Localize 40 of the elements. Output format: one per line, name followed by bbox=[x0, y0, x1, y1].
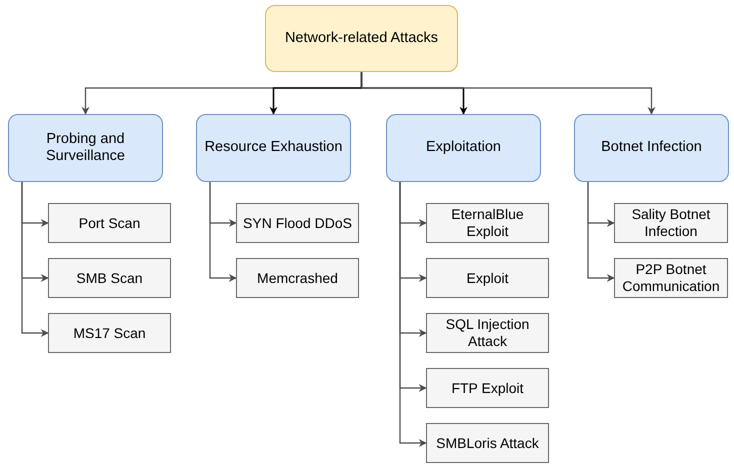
connector-arrow bbox=[21, 182, 49, 337]
node-label: Exploit bbox=[466, 270, 509, 286]
connector-arrow bbox=[209, 182, 237, 282]
connector-arrow bbox=[360, 72, 468, 115]
node-label: Port Scan bbox=[78, 214, 140, 232]
node-label: SMBLoris Attack bbox=[436, 434, 539, 452]
node-label: Exploitation bbox=[426, 139, 501, 157]
attack-box bbox=[614, 203, 728, 243]
node-label: Resource Exhaustion bbox=[204, 139, 342, 157]
node-label: SQL Injection Attack bbox=[444, 316, 530, 350]
node-label: Memcrashed bbox=[257, 270, 338, 286]
attack-box bbox=[236, 258, 359, 298]
node-label: P2P Botnet Communication bbox=[621, 261, 721, 295]
attack-box bbox=[426, 423, 549, 463]
node-label: SMB Scan bbox=[76, 270, 143, 286]
attack-box bbox=[426, 203, 549, 243]
category-box bbox=[574, 114, 729, 182]
attack-box bbox=[426, 368, 549, 408]
attack-box bbox=[48, 313, 171, 353]
attack-box bbox=[48, 258, 171, 298]
connector-arrow bbox=[399, 182, 427, 447]
node-label: FTP Exploit bbox=[451, 380, 524, 396]
attack-box bbox=[236, 203, 359, 243]
node-label: EternalBlue Exploit bbox=[450, 206, 525, 240]
root-box bbox=[265, 5, 458, 72]
connector-arrow bbox=[587, 182, 615, 282]
category-box bbox=[196, 114, 351, 182]
node-label: Network-related Attacks bbox=[284, 30, 438, 48]
category-box bbox=[386, 114, 541, 182]
node-label: Sality Botnet Infection bbox=[630, 206, 712, 240]
node-label: SYN Flood DDoS bbox=[243, 214, 352, 232]
category-box bbox=[8, 114, 163, 182]
node-label: MS17 Scan bbox=[73, 324, 146, 342]
attack-box bbox=[48, 203, 171, 243]
node-label: Probing and Surveillance bbox=[45, 130, 126, 166]
attack-box bbox=[614, 258, 728, 298]
connector-arrow bbox=[360, 72, 656, 115]
node-label: Botnet Infection bbox=[601, 139, 702, 157]
attack-box bbox=[426, 258, 549, 298]
attack-box bbox=[426, 313, 549, 353]
